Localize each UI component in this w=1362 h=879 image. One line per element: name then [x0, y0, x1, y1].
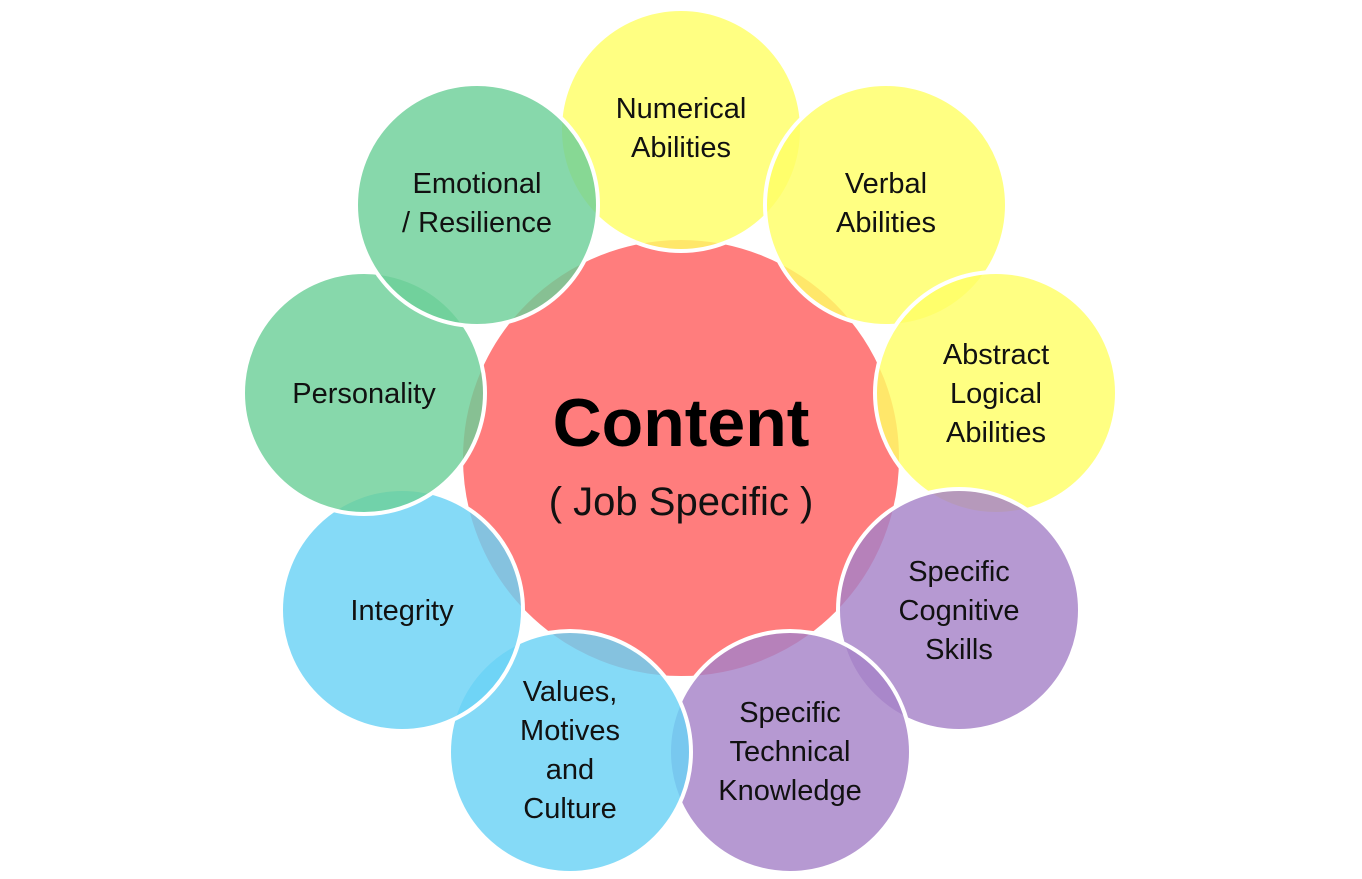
node-circle-emotional	[354, 82, 600, 328]
node-label-line: Verbal	[845, 168, 927, 200]
node-label-line: Numerical	[616, 93, 747, 125]
node-label-line: Emotional	[413, 168, 542, 200]
center-subtitle: ( Job Specific )	[549, 480, 814, 524]
node-label-line: Specific	[739, 697, 841, 729]
node-circle-verbal	[763, 82, 1009, 328]
node-circle-personality	[241, 270, 487, 516]
node-label-line: Logical	[950, 378, 1042, 410]
node-label-line: Abilities	[836, 207, 936, 239]
node-personality: Personality	[241, 270, 487, 516]
node-label-line: Specific	[908, 556, 1010, 588]
node-circle-values	[447, 629, 693, 875]
node-label-line: Personality	[292, 378, 436, 410]
node-label-line: Integrity	[350, 595, 454, 627]
node-label-line: Motives	[520, 715, 620, 747]
node-label-line: / Resilience	[402, 207, 552, 239]
node-circle-cognitive	[836, 487, 1082, 733]
node-label-line: Cognitive	[899, 595, 1020, 627]
node-integrity: Integrity	[279, 487, 525, 733]
center-title: Content	[553, 385, 810, 461]
node-label-line: Abilities	[946, 417, 1046, 449]
node-label-line: Skills	[925, 634, 993, 666]
node-label-line: Abstract	[943, 339, 1049, 371]
node-label-line: Culture	[523, 793, 617, 825]
node-label-personality: Personality	[292, 378, 436, 410]
node-label-line: Abilities	[631, 132, 731, 164]
node-label-emotional: Emotional / Resilience	[402, 168, 552, 239]
node-emotional: Emotional / Resilience	[354, 82, 600, 328]
node-label-line: Technical	[730, 736, 851, 768]
node-label-line: and	[546, 754, 594, 786]
node-label-integrity: Integrity	[350, 595, 454, 627]
node-label-line: Values,	[523, 676, 618, 708]
node-label-line: Knowledge	[718, 775, 862, 807]
